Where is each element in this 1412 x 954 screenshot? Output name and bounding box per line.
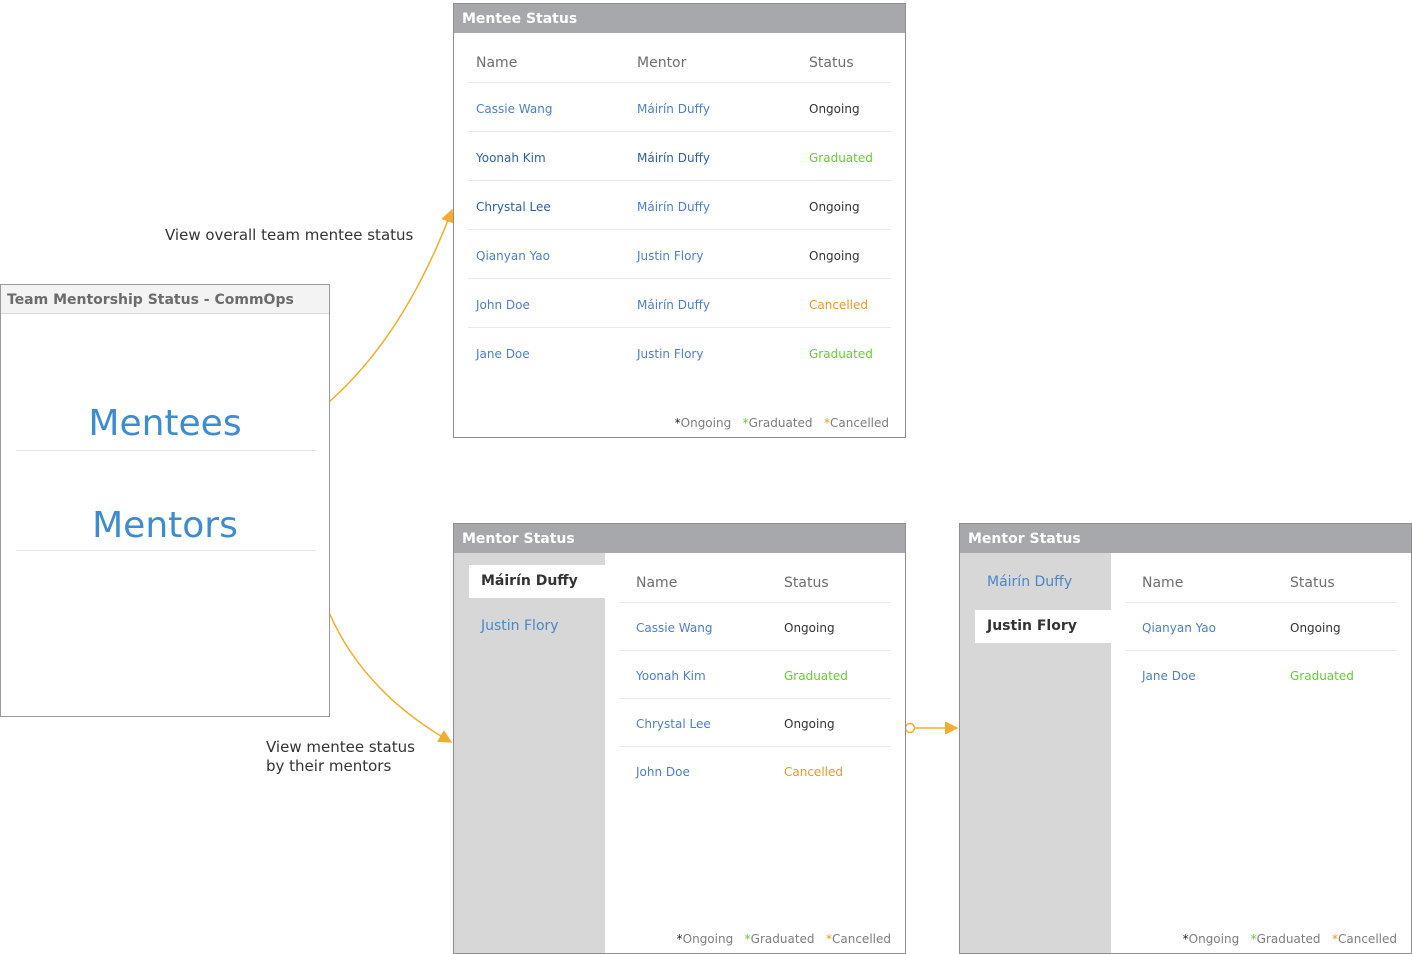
mentee-name[interactable]: Jane Doe bbox=[476, 347, 530, 361]
legend-star-graduated: * bbox=[1250, 932, 1257, 946]
col-header-status: Status bbox=[1290, 575, 1335, 591]
header-divider bbox=[1125, 602, 1397, 603]
mentee-name[interactable]: Cassie Wang bbox=[476, 102, 553, 116]
mentor-status-title: Mentor Status bbox=[960, 524, 1411, 553]
mentee-name[interactable]: Chrystal Lee bbox=[636, 717, 711, 731]
status-legend: *Ongoing *Graduated *Cancelled bbox=[677, 932, 891, 946]
mentee-status: Graduated bbox=[809, 151, 873, 165]
legend-cancelled: Cancelled bbox=[1338, 932, 1397, 946]
mentee-mentor[interactable]: Máirín Duffy bbox=[637, 151, 710, 165]
legend-star-graduated: * bbox=[742, 416, 749, 430]
legend-graduated: Graduated bbox=[748, 416, 813, 430]
legend-ongoing: Ongoing bbox=[1188, 932, 1240, 946]
col-header-name: Name bbox=[636, 575, 678, 591]
row-divider bbox=[468, 327, 891, 328]
mentees-divider bbox=[16, 450, 316, 451]
col-header-mentor: Mentor bbox=[637, 55, 687, 71]
mentors-link[interactable]: Mentors bbox=[92, 505, 238, 546]
legend-cancelled: Cancelled bbox=[830, 416, 889, 430]
col-header-name: Name bbox=[1142, 575, 1184, 591]
row-divider bbox=[468, 131, 891, 132]
mentee-status-title: Mentee Status bbox=[454, 4, 905, 33]
mentor-sidebar: Máirín Duffy Justin Flory bbox=[454, 553, 605, 953]
row-divider bbox=[1125, 650, 1397, 651]
mentor-sidebar: Máirín Duffy Justin Flory bbox=[960, 553, 1111, 953]
annotation-overall: View overall team mentee status bbox=[165, 226, 414, 244]
mentee-name[interactable]: Jane Doe bbox=[1142, 669, 1196, 683]
mentee-mentor[interactable]: Justin Flory bbox=[637, 347, 704, 361]
annotation-by-mentor: View mentee status by their mentors bbox=[266, 738, 415, 776]
mentee-status: Ongoing bbox=[809, 102, 860, 116]
sidebar-item-justin-flory[interactable]: Justin Flory bbox=[975, 610, 1111, 643]
legend-ongoing: Ongoing bbox=[680, 416, 732, 430]
arrow-between-mentor-views bbox=[904, 721, 959, 735]
mentors-divider bbox=[16, 550, 316, 551]
col-header-name: Name bbox=[476, 55, 518, 71]
mentee-status: Cancelled bbox=[809, 298, 868, 312]
mentee-mentor[interactable]: Máirín Duffy bbox=[637, 298, 710, 312]
status-legend: *Ongoing *Graduated *Cancelled bbox=[1183, 932, 1397, 946]
mentor-status-panel-mairin: Mentor Status Máirín Duffy Justin Flory … bbox=[453, 523, 906, 954]
mentee-status: Ongoing bbox=[784, 717, 835, 731]
mentee-name[interactable]: Cassie Wang bbox=[636, 621, 713, 635]
mentee-status: Ongoing bbox=[784, 621, 835, 635]
mentees-link[interactable]: Mentees bbox=[88, 403, 242, 444]
mentee-mentor[interactable]: Máirín Duffy bbox=[637, 102, 710, 116]
legend-star-ongoing: * bbox=[1182, 932, 1189, 946]
row-divider bbox=[468, 278, 891, 279]
annotation-by-mentor-line2: by their mentors bbox=[266, 757, 392, 775]
header-divider bbox=[468, 82, 891, 83]
mentee-status: Graduated bbox=[1290, 669, 1354, 683]
mentee-status: Ongoing bbox=[1290, 621, 1341, 635]
team-mentorship-title: Team Mentorship Status - CommOps bbox=[1, 285, 329, 314]
legend-graduated: Graduated bbox=[750, 932, 815, 946]
mentee-status: Graduated bbox=[784, 669, 848, 683]
legend-graduated: Graduated bbox=[1256, 932, 1321, 946]
legend-star-ongoing: * bbox=[676, 932, 683, 946]
mentee-status-panel: Mentee Status Name Mentor Status Cassie … bbox=[453, 3, 906, 438]
col-header-status: Status bbox=[784, 575, 829, 591]
legend-star-ongoing: * bbox=[674, 416, 681, 430]
mentee-mentor[interactable]: Máirín Duffy bbox=[637, 200, 710, 214]
header-divider bbox=[619, 602, 891, 603]
mentee-status: Ongoing bbox=[809, 249, 860, 263]
mentor-status-title: Mentor Status bbox=[454, 524, 905, 553]
row-divider bbox=[468, 229, 891, 230]
legend-ongoing: Ongoing bbox=[682, 932, 734, 946]
mentee-name[interactable]: Qianyan Yao bbox=[1142, 621, 1216, 635]
sidebar-item-mairin-duffy[interactable]: Máirín Duffy bbox=[469, 565, 605, 598]
row-divider bbox=[619, 650, 891, 651]
mentee-name[interactable]: Chrystal Lee bbox=[476, 200, 551, 214]
mentee-name[interactable]: Qianyan Yao bbox=[476, 249, 550, 263]
sidebar-item-justin-flory[interactable]: Justin Flory bbox=[481, 618, 559, 634]
sidebar-item-mairin-duffy[interactable]: Máirín Duffy bbox=[987, 574, 1073, 590]
mentee-status: Ongoing bbox=[809, 200, 860, 214]
row-divider bbox=[468, 180, 891, 181]
mentee-name[interactable]: Yoonah Kim bbox=[636, 669, 706, 683]
legend-cancelled: Cancelled bbox=[832, 932, 891, 946]
row-divider bbox=[619, 698, 891, 699]
legend-star-graduated: * bbox=[744, 932, 751, 946]
legend-star-cancelled: * bbox=[1332, 932, 1338, 946]
team-mentorship-panel: Team Mentorship Status - CommOps Mentees… bbox=[0, 284, 330, 717]
mentee-status: Graduated bbox=[809, 347, 873, 361]
annotation-by-mentor-line1: View mentee status bbox=[266, 738, 415, 756]
mentee-name[interactable]: John Doe bbox=[636, 765, 690, 779]
row-divider bbox=[619, 746, 891, 747]
col-header-status: Status bbox=[809, 55, 854, 71]
mentor-status-panel-justin: Mentor Status Máirín Duffy Justin Flory … bbox=[959, 523, 1412, 954]
legend-star-cancelled: * bbox=[824, 416, 830, 430]
mentee-mentor[interactable]: Justin Flory bbox=[637, 249, 704, 263]
mentee-name[interactable]: John Doe bbox=[476, 298, 530, 312]
status-legend: *Ongoing *Graduated *Cancelled bbox=[675, 416, 889, 430]
legend-star-cancelled: * bbox=[826, 932, 832, 946]
mentee-status: Cancelled bbox=[784, 765, 843, 779]
mentee-name[interactable]: Yoonah Kim bbox=[476, 151, 546, 165]
